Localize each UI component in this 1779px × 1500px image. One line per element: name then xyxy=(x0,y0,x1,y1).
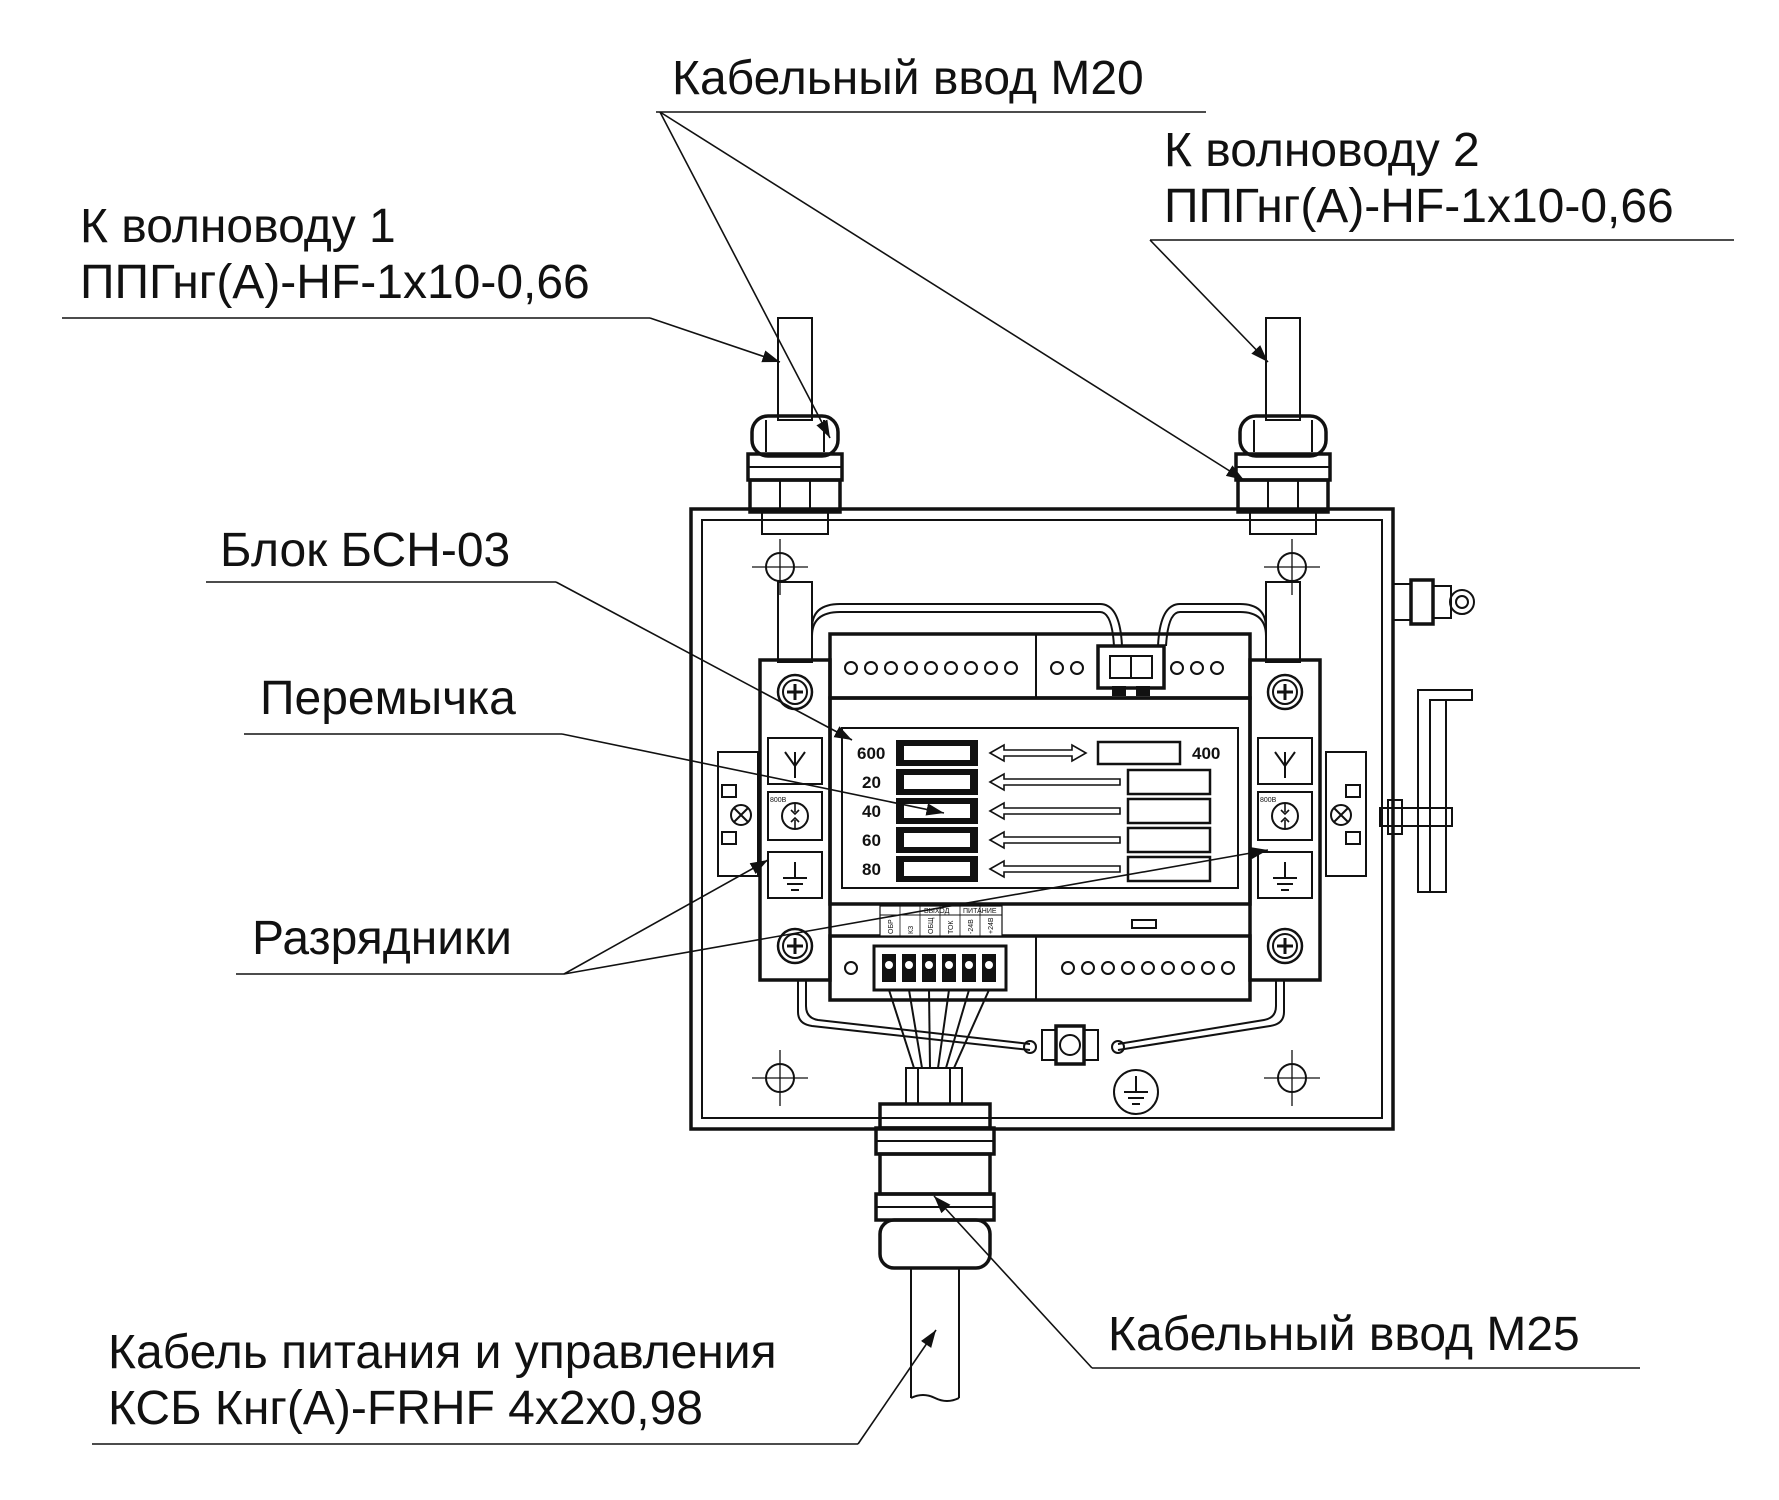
block-bsn-03: 600 20 40 60 80 400 xyxy=(828,632,1252,1002)
label-jumper: Перемычка xyxy=(260,672,516,725)
label-waveguide-1-line1: К волноводу 1 xyxy=(80,200,396,253)
label-block: Блок БСН-03 xyxy=(220,524,510,577)
internal-wiring xyxy=(797,603,1285,1069)
label-waveguide-1-line2: ППГнг(А)-HF-1x10-0,66 xyxy=(80,256,590,309)
external-ground-stud xyxy=(1392,578,1475,626)
jumper-arrows xyxy=(988,743,1121,879)
terminal-pin-label: ОБР xyxy=(888,919,895,934)
label-arresters: Разрядники xyxy=(252,912,512,965)
jumper-value-right: 400 xyxy=(1192,744,1220,763)
jumper-value: 80 xyxy=(862,860,881,879)
jumper-value: 600 xyxy=(857,744,885,763)
terminal-pin-label: -24В xyxy=(968,919,975,934)
mounting-holes xyxy=(751,538,1321,1107)
label-gland-m20: Кабельный ввод М20 xyxy=(672,52,1144,105)
mounting-bracket xyxy=(1379,689,1473,893)
label-waveguide-2-line1: К волноводу 2 xyxy=(1164,124,1480,177)
arrester-rating: 800В xyxy=(1260,797,1277,804)
leader-lines xyxy=(62,111,1734,1445)
label-gland-m25: Кабельный ввод М25 xyxy=(1108,1308,1580,1361)
internal-ground-terminal xyxy=(1023,1024,1125,1066)
jumper-value: 40 xyxy=(862,802,881,821)
arrester-module-left: 800В xyxy=(758,658,832,982)
cable-gland-m25 xyxy=(874,1067,996,1270)
power-connector-plug xyxy=(872,944,1008,992)
terminal-pin-label: ОБЩ xyxy=(928,917,935,934)
cable-gland-m20-left xyxy=(746,414,844,535)
arrester-rating: 800В xyxy=(770,797,787,804)
waveguide-cable-2 xyxy=(1265,317,1301,663)
cable-gland-m20-right xyxy=(1234,414,1332,535)
enclosure xyxy=(689,507,1395,1131)
label-power-cable-line1: Кабель питания и управления xyxy=(108,1326,777,1379)
terminal-header-strip: ВЫХОД ПИТАНИЕ ОБР КЗ ОБЩ ТОК -24В +24В xyxy=(879,905,1003,937)
terminal-pin-label: +24В xyxy=(988,917,995,934)
jumper-slots xyxy=(896,740,978,882)
terminal-pin-label: ТОК xyxy=(948,920,955,934)
arrester-module-right: 800В xyxy=(1248,658,1322,982)
terminal-pin-label: КЗ xyxy=(908,926,915,934)
jumper-value: 20 xyxy=(862,773,881,792)
jumper-value: 60 xyxy=(862,831,881,850)
terminal-header-power: ПИТАНИЕ xyxy=(963,908,997,915)
power-cable xyxy=(910,1268,960,1402)
din-rail xyxy=(717,751,1367,877)
terminal-header-output: ВЫХОД xyxy=(924,908,950,915)
label-power-cable-line2: КСБ Кнг(А)-FRHF 4x2x0,98 xyxy=(108,1382,703,1435)
label-waveguide-2-line2: ППГнг(А)-HF-1x10-0,66 xyxy=(1164,180,1674,233)
jumper-slots-right xyxy=(1096,740,1212,883)
ground-symbol-icon xyxy=(1113,1069,1159,1115)
